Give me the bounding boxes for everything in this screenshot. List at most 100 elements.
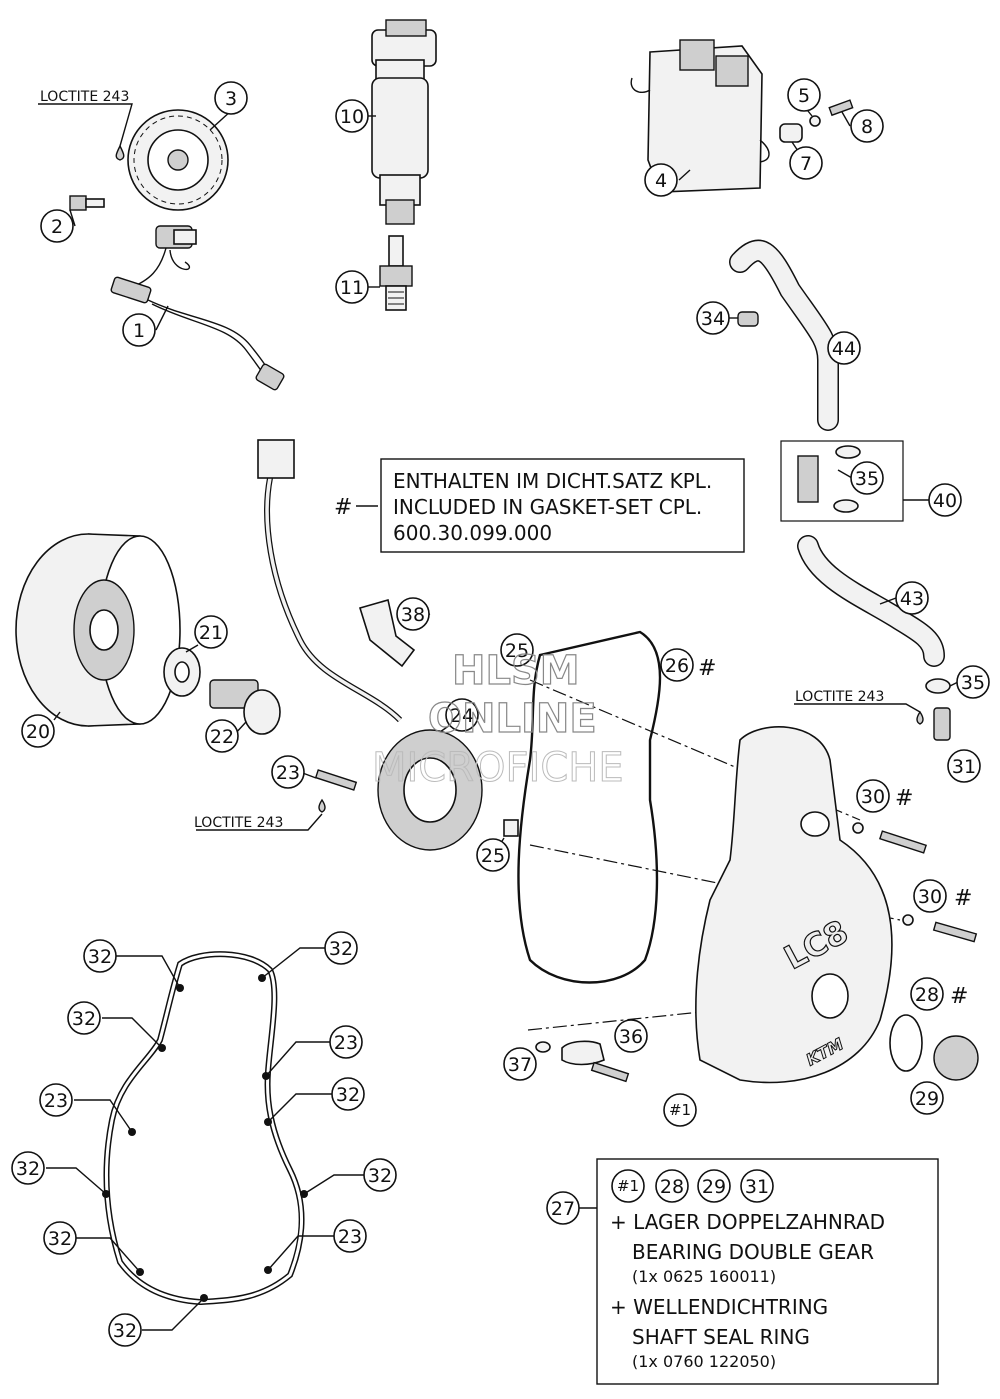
callout-circle	[108, 1313, 142, 1347]
callout-35: 35	[850, 461, 884, 495]
callout-number: 28	[660, 1176, 684, 1198]
callout-number: 29	[702, 1176, 726, 1198]
callout-circle	[205, 719, 239, 753]
callout-circle	[445, 698, 479, 732]
callout-circle	[214, 81, 248, 115]
cover-gasket-part	[517, 630, 662, 984]
callout-circle	[329, 1025, 363, 1059]
callout-number: 4	[655, 170, 667, 192]
callout-circle	[11, 1151, 45, 1185]
callout-number: 24	[450, 705, 474, 727]
callout-number: 29	[915, 1088, 939, 1110]
hash-marker: #	[698, 656, 716, 681]
callout-number: 23	[338, 1226, 362, 1248]
pulse-sensor-part	[110, 225, 285, 391]
kit-item2-en: SHAFT SEAL RING	[632, 1325, 810, 1349]
gasket-box-line3: 600.30.099.000	[393, 521, 552, 545]
bolt-2-part	[69, 195, 105, 211]
kit-item2-pn: (1x 0760 122050)	[632, 1352, 776, 1371]
kit-item1-pn: (1x 0625 160011)	[632, 1267, 776, 1286]
callout-circle	[947, 749, 981, 783]
callout-44: 44	[827, 331, 861, 365]
callout-number: 36	[619, 1026, 643, 1048]
callout-31: 31	[740, 1169, 774, 1203]
callout-25: 25	[500, 633, 534, 667]
ignition-cover-part	[695, 726, 893, 1084]
callout-number: 20	[26, 721, 50, 743]
callout-circle	[335, 270, 369, 304]
stator-connector-part	[257, 439, 295, 479]
stator-part	[377, 729, 483, 851]
callout-circle	[928, 483, 962, 517]
callout-circle	[787, 78, 821, 112]
callout-circle	[663, 1093, 697, 1127]
callout-circle	[910, 1081, 944, 1115]
callout-11: 11	[335, 270, 369, 304]
callout-21: 21	[194, 615, 228, 649]
callout-group: 3211011587434443540433531212220382324252…	[11, 78, 990, 1347]
callout-circle	[40, 209, 74, 243]
cable-grommet-part	[358, 598, 416, 668]
callout-number: 30	[861, 786, 885, 808]
callout-27: 27	[546, 1191, 580, 1225]
callout-23: 23	[39, 1083, 73, 1117]
callout-circle	[83, 939, 117, 973]
kit-item2-de: + WELLENDICHTRING	[610, 1295, 828, 1319]
callout-43: 43	[895, 581, 929, 615]
callout-number: #1	[617, 1177, 639, 1195]
callout-circle	[363, 1158, 397, 1192]
callout-circle	[503, 1047, 537, 1081]
callout-28: 28	[910, 977, 944, 1011]
callout-circle	[67, 1001, 101, 1035]
callout-number: 8	[861, 116, 873, 138]
hash-marker: #	[895, 786, 913, 811]
callout-28: 28	[655, 1169, 689, 1203]
screw-part	[828, 99, 854, 117]
callout-circle	[39, 1083, 73, 1117]
watermark-line3: MICROFICHE	[372, 745, 624, 791]
plug-part	[933, 1035, 979, 1081]
callout-circle	[913, 879, 947, 913]
callout-circle	[43, 1221, 77, 1255]
callout-circle	[827, 331, 861, 365]
callout-circle	[614, 1019, 648, 1053]
callout-hash1: #1	[611, 1169, 645, 1203]
gasket-box-line1: ENTHALTEN IM DICHT.SATZ KPL.	[393, 469, 712, 493]
valve-part	[797, 455, 819, 503]
callout-number: 40	[933, 490, 957, 512]
callout-circle	[500, 633, 534, 667]
nipple-part	[933, 707, 951, 741]
callout-circle	[696, 301, 730, 335]
callout-26: 26	[660, 648, 694, 682]
callout-32: 32	[108, 1313, 142, 1347]
callout-29: 29	[910, 1081, 944, 1115]
callout-circle	[660, 648, 694, 682]
callout-number: 32	[329, 938, 353, 960]
callout-circle	[271, 755, 305, 789]
callout-circle	[856, 779, 890, 813]
callout-number: 1	[133, 320, 145, 342]
callout-number: 23	[276, 762, 300, 784]
callout-number: 21	[199, 622, 223, 644]
callout-number: 31	[745, 1176, 769, 1198]
callout-number: 43	[900, 588, 924, 610]
watermark-line2: ONLINE	[428, 696, 597, 742]
callout-number: 25	[481, 845, 505, 867]
control-unit-part	[630, 39, 770, 193]
callout-29: 29	[697, 1169, 731, 1203]
callout-number: 44	[832, 338, 856, 360]
callout-number: 37	[508, 1054, 532, 1076]
callout-32: 32	[11, 1151, 45, 1185]
ignition-coil-part	[371, 19, 437, 225]
rotor-bolt-part	[209, 679, 281, 735]
washer-part	[809, 115, 821, 127]
callout-circle	[697, 1169, 731, 1203]
callout-hash1: #1	[663, 1093, 697, 1127]
callout-3: 3	[214, 81, 248, 115]
callout-24: 24	[445, 698, 479, 732]
callout-number: 23	[44, 1090, 68, 1112]
callout-number: 35	[961, 672, 985, 694]
callout-23: 23	[329, 1025, 363, 1059]
callout-number: 3	[225, 88, 237, 110]
callout-32: 32	[67, 1001, 101, 1035]
